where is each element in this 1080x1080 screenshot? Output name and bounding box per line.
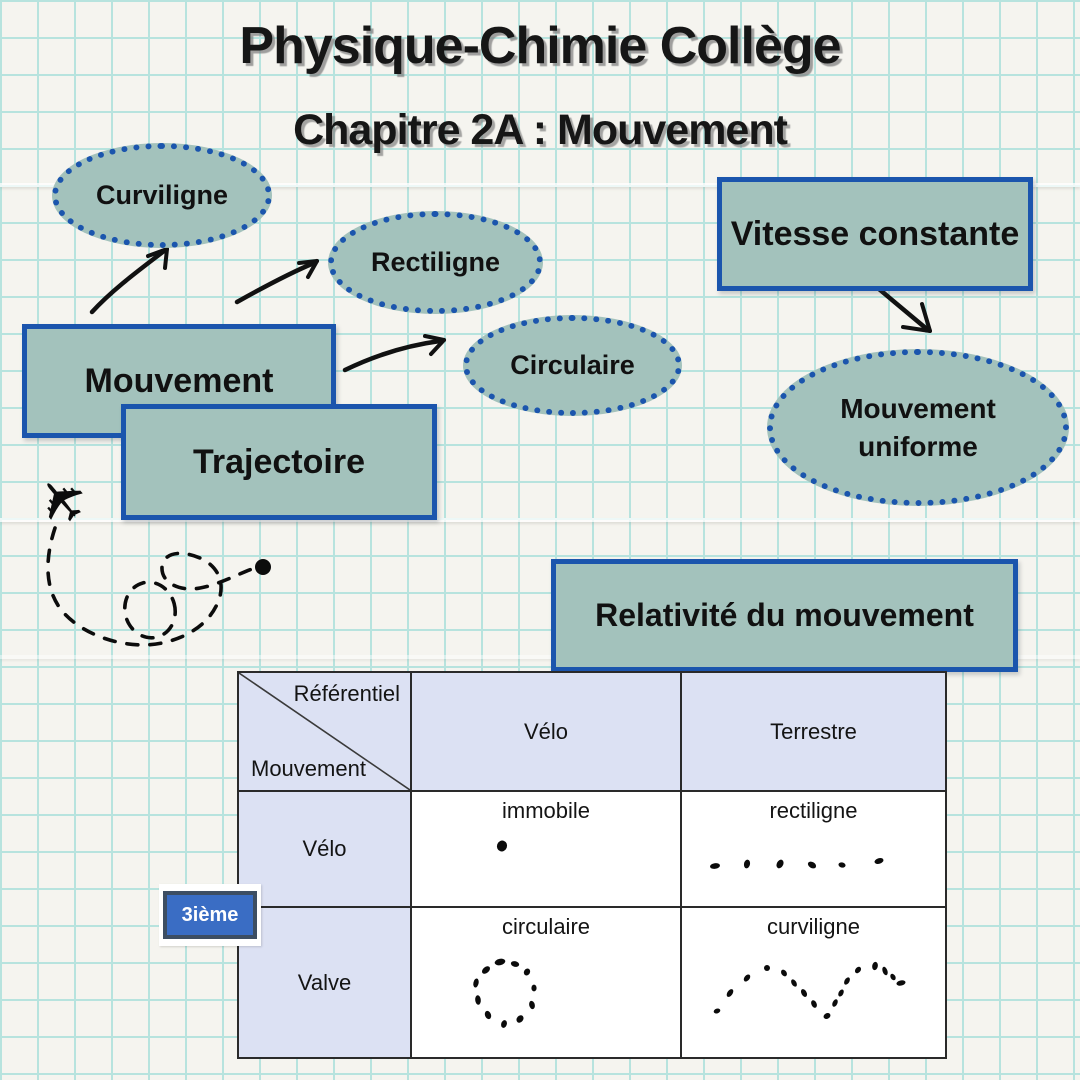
arrow-to-rectiligne bbox=[234, 260, 317, 305]
node-rectiligne: Rectiligne bbox=[328, 211, 543, 314]
wave-dots-pattern bbox=[713, 961, 906, 1020]
node-curviligne-label: Curviligne bbox=[95, 180, 229, 210]
node-rectiligne-label: Rectiligne bbox=[370, 247, 501, 277]
chapter-subtitle: Chapitre 2A : Mouvement bbox=[293, 106, 788, 154]
grade-badge-patch: 3ième bbox=[159, 884, 261, 946]
node-curviligne: Curviligne bbox=[52, 143, 272, 248]
corner-label-mouvement: Mouvement bbox=[251, 756, 366, 781]
node-vitesse-constante-label: Vitesse constante bbox=[730, 214, 1020, 253]
node-trajectoire-label: Trajectoire bbox=[193, 442, 365, 481]
node-mouvement-uniforme-line1: Mouvement bbox=[840, 392, 996, 424]
node-vitesse-constante: Vitesse constante bbox=[717, 177, 1033, 291]
circle-dots-pattern bbox=[473, 958, 537, 1028]
node-trajectoire: Trajectoire bbox=[121, 404, 437, 520]
grade-badge: 3ième bbox=[163, 891, 257, 939]
cell-velo-rectiligne: rectiligne bbox=[682, 792, 945, 908]
arrow-to-curviligne bbox=[89, 248, 167, 315]
corner-label-referentiel: Référentiel bbox=[293, 681, 400, 706]
node-relativite: Relativité du mouvement bbox=[551, 559, 1018, 672]
row-header-velo: Vélo bbox=[239, 792, 412, 908]
cell-velo-immobile: immobile bbox=[412, 792, 682, 908]
trajectory-end-dot bbox=[255, 559, 271, 575]
cell-valve-circulaire: circulaire bbox=[412, 908, 682, 1057]
corner-diagonal-line bbox=[239, 673, 410, 790]
node-circulaire: Circulaire bbox=[463, 315, 682, 416]
horizontal-dots-pattern bbox=[710, 857, 884, 869]
node-mouvement-uniforme-line2: uniforme bbox=[858, 430, 978, 462]
node-mouvement-label: Mouvement bbox=[84, 361, 274, 400]
single-dot-pattern bbox=[496, 840, 508, 852]
column-header-velo: Vélo bbox=[412, 673, 682, 792]
cell-valve-curviligne: curviligne bbox=[682, 908, 945, 1057]
trajectory-doodle bbox=[46, 526, 254, 647]
row-header-valve: Valve bbox=[239, 908, 412, 1057]
arrow-to-circulaire bbox=[342, 338, 443, 373]
page-title: Physique-Chimie Collège bbox=[239, 17, 841, 75]
table-corner-cell: Référentiel Mouvement bbox=[239, 673, 412, 792]
node-circulaire-label: Circulaire bbox=[510, 350, 635, 380]
column-header-terrestre: Terrestre bbox=[682, 673, 945, 792]
node-relativite-label: Relativité du mouvement bbox=[595, 597, 974, 633]
node-mouvement-uniforme: Mouvement uniforme bbox=[767, 349, 1069, 506]
airplane-icon: ✈ bbox=[20, 457, 106, 541]
referential-table: Référentiel Mouvement Vélo Terrestre Vél… bbox=[237, 671, 947, 1059]
